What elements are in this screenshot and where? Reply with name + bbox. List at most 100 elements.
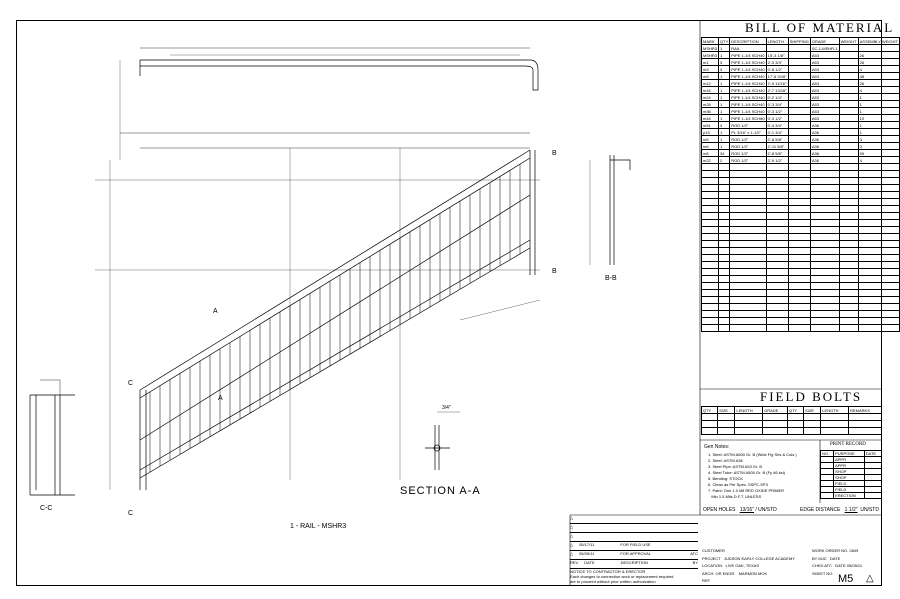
bom-cell: A53: [809, 107, 840, 115]
bom-empty-cell: [700, 198, 720, 206]
bom-empty-cell: [700, 275, 720, 283]
bom-cell: MSHR3: [700, 44, 720, 52]
bom-empty-cell: [700, 219, 720, 227]
bom-empty-cell: [729, 247, 767, 255]
bom-empty-row: [700, 275, 900, 283]
bom-cell: [787, 65, 811, 73]
bom-empty-cell: [857, 184, 900, 192]
bom-empty-cell: [857, 170, 900, 178]
bom-cell: A53: [809, 51, 840, 59]
bom-cell: A36: [809, 149, 840, 157]
bolts-cell: [700, 427, 719, 435]
bom-empty-cell: [809, 219, 840, 227]
bom-empty-cell: [787, 226, 811, 234]
bom-empty-cell: [857, 212, 900, 220]
bom-empty-cell: [700, 212, 720, 220]
bom-empty-cell: [838, 205, 859, 213]
bom-empty-cell: [787, 310, 811, 318]
bom-empty-row: [700, 317, 900, 325]
bom-empty-cell: [765, 163, 789, 171]
bom-empty-row: [700, 296, 900, 304]
bom-cell: 26: [857, 51, 900, 59]
bom-empty-cell: [729, 219, 767, 227]
bom-empty-cell: [809, 310, 840, 318]
revision-triangle-icon: △: [570, 533, 698, 542]
bom-empty-cell: [765, 310, 789, 318]
bom-empty-row: [700, 310, 900, 318]
bom-cell: [787, 135, 811, 143]
dimension-label: 3/4": [442, 405, 451, 411]
bom-empty-cell: [838, 268, 859, 276]
bom-empty-cell: [700, 163, 720, 171]
bom-cell: [787, 44, 811, 52]
section-marker-c-lower: C: [128, 510, 134, 517]
bom-empty-cell: [838, 275, 859, 283]
bom-empty-cell: [700, 191, 720, 199]
bom-empty-cell: [765, 289, 789, 297]
bom-cell: PIPE 1-1/4 SCH40: [729, 100, 767, 108]
bom-empty-cell: [787, 324, 811, 332]
bom-cell: A53: [809, 79, 840, 87]
bom-cell: [787, 107, 811, 115]
bom-empty-cell: [857, 247, 900, 255]
bom-cell: [838, 114, 859, 122]
rail-top-view: [139, 47, 539, 91]
bom-empty-cell: [857, 198, 900, 206]
bom-empty-cell: [787, 261, 811, 269]
bolts-header-cell: LENGTH: [820, 406, 850, 414]
bom-empty-cell: [765, 233, 789, 241]
bom-empty-cell: [787, 282, 811, 290]
section-marker-a-lower: A: [218, 395, 223, 402]
section-a-a-title: SECTION A-A: [400, 485, 481, 497]
bom-empty-cell: [857, 163, 900, 171]
bolts-cell: [734, 427, 764, 435]
bom-cell: A53: [809, 58, 840, 66]
bom-cell: 99: [857, 149, 900, 157]
bom-cell: [787, 121, 811, 129]
print-row: ERECTION: [819, 492, 883, 499]
bom-cell: 1: [718, 44, 731, 52]
bolts-cell: [803, 420, 822, 428]
bom-cell: 2'-7 13/16": [765, 86, 789, 94]
bom-empty-cell: [729, 163, 767, 171]
bom-empty-cell: [838, 177, 859, 185]
bom-cell: [838, 156, 859, 164]
bom-cell: [787, 142, 811, 150]
bom-empty-cell: [809, 275, 840, 283]
view-b-b-label: B-B: [605, 275, 617, 282]
bom-empty-cell: [729, 282, 767, 290]
bom-empty-cell: [809, 177, 840, 185]
revision-date: 05/17/11: [579, 542, 595, 547]
bom-empty-cell: [809, 296, 840, 304]
bom-empty-cell: [765, 317, 789, 325]
bom-empty-cell: [700, 268, 720, 276]
bom-empty-cell: [718, 261, 731, 269]
bom-cell: RAIL: [729, 44, 767, 52]
bom-empty-cell: [838, 310, 859, 318]
bom-empty-cell: [729, 324, 767, 332]
section-marker-b: B: [552, 150, 557, 157]
section-marker-c: C: [128, 380, 134, 387]
bom-cell: 2'-8 5/8": [765, 135, 789, 143]
bom-cell: m51: [700, 121, 720, 129]
bom-cell: [787, 114, 811, 122]
bom-empty-row: [700, 303, 900, 311]
bom-cell: ROD 1/2": [729, 149, 767, 157]
bom-cell: m1: [700, 58, 720, 66]
bom-cell: A53: [809, 86, 840, 94]
bom-cell: 15'-3 1/8": [765, 51, 789, 59]
bom-empty-cell: [838, 191, 859, 199]
bom-cell: 0'-3 1/2": [765, 114, 789, 122]
bom-empty-cell: [718, 191, 731, 199]
bom-empty-cell: [729, 170, 767, 178]
